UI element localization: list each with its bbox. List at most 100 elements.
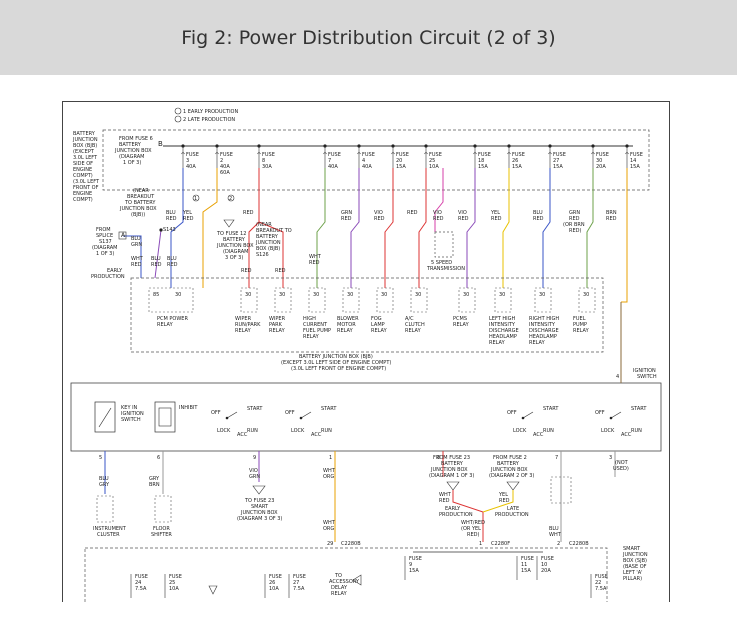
svg-text:BLU: BLU xyxy=(166,210,176,216)
early-prod: PRODUCTION xyxy=(439,512,473,518)
relay-label: INTENSITY xyxy=(529,322,556,328)
fuse-number: 20 xyxy=(396,158,402,164)
relay-label: DISCHARGE xyxy=(529,328,559,334)
wire-color: RED xyxy=(439,498,450,504)
svg-text:A: A xyxy=(121,232,126,239)
fuse-name: FUSE xyxy=(521,556,534,562)
relay-label: HIGH xyxy=(303,316,316,322)
svg-text:RELAY: RELAY xyxy=(331,591,348,597)
svg-text:EARLY: EARLY xyxy=(107,268,123,274)
to-fuse23: SMART xyxy=(251,504,269,510)
fuse-number: 24 xyxy=(135,580,141,586)
svg-text:WHT: WHT xyxy=(309,254,322,260)
fuse-number: 25 xyxy=(169,580,175,586)
relay-label: RELAY xyxy=(303,334,320,340)
wire-color: GRN xyxy=(249,474,260,480)
fuse-amp: 40A xyxy=(362,164,372,170)
wire-run xyxy=(434,168,444,232)
relay-label: LAMP xyxy=(371,322,385,328)
svg-text:5 SPEED: 5 SPEED xyxy=(431,260,452,266)
relay-label: HEADLAMP xyxy=(489,334,517,340)
ignition-positions: OFFSTARTLOCKACCRUNOFFSTARTLOCKACCRUNOFFS… xyxy=(211,406,647,438)
page-title: Fig 2: Power Distribution Circuit (2 of … xyxy=(181,26,556,49)
fuse-name: FUSE xyxy=(541,556,554,562)
svg-text:1: 1 xyxy=(194,196,197,202)
bjb-label: BATTERY JUNCTION BOX (BJB) (EXCEPT 3.0L … xyxy=(72,131,100,203)
relay-label: RELAY xyxy=(337,328,354,334)
wire-run xyxy=(154,229,162,279)
wire-color: WHT xyxy=(323,468,336,474)
pos-lock: LOCK xyxy=(217,428,231,434)
fuse-number: 2 xyxy=(220,158,223,164)
shifter-label: FLOOR xyxy=(153,526,170,532)
svg-text:IGNITION: IGNITION xyxy=(121,411,144,417)
connector-marker: B xyxy=(158,140,163,148)
svg-text:ENGINE: ENGINE xyxy=(73,167,92,173)
pos-acc: ACC xyxy=(533,432,544,438)
fuse-number: 30 xyxy=(596,158,602,164)
relay-label: RELAY xyxy=(405,328,422,334)
relay-label: FUEL xyxy=(573,316,586,322)
sjb-fuse-row: FUSE247.5AFUSE2510AFUSE2610AFUSE277.5AFU… xyxy=(130,556,608,598)
from-fuse23: BATTERY xyxy=(441,461,464,467)
svg-text:IGNITION: IGNITION xyxy=(633,368,656,374)
relay-pin: 30 xyxy=(463,292,469,298)
wire-run xyxy=(350,168,360,288)
pos-lock: LOCK xyxy=(291,428,305,434)
early-prod: EARLY xyxy=(445,506,461,512)
from-splice-label: FROM SPLICE S137 (DIAGRAM 1 OF 3) xyxy=(92,227,118,257)
wire-run xyxy=(418,168,427,288)
fuse-number: 10 xyxy=(541,562,547,568)
svg-text:BOX (BJB): BOX (BJB) xyxy=(256,246,280,252)
svg-text:S126: S126 xyxy=(256,252,269,258)
relay-label: MOTOR xyxy=(337,322,356,328)
relay-pin: 30 xyxy=(313,292,319,298)
fuse-number: 3 xyxy=(186,158,189,164)
fuse-amp: 10A xyxy=(269,586,279,592)
fuse-amp: 40A xyxy=(186,164,196,170)
instrument-cluster-box xyxy=(96,495,114,523)
svg-text:BLU: BLU xyxy=(533,210,543,216)
svg-text:FROM FUSE 6: FROM FUSE 6 xyxy=(119,136,153,142)
transmission-label: 5 SPEED TRANSMISSION xyxy=(426,260,465,272)
pos-run: RUN xyxy=(543,428,554,434)
late-prod: PRODUCTION xyxy=(495,512,529,518)
ignition-box xyxy=(70,382,662,452)
relay-label: PUMP xyxy=(573,322,587,328)
conn-pin: 1 xyxy=(479,541,482,547)
svg-text:SPLICE: SPLICE xyxy=(96,233,113,239)
svg-text:YEL: YEL xyxy=(490,210,500,216)
pos-off: OFF xyxy=(285,410,295,416)
fuse-name: FUSE xyxy=(269,574,282,580)
relay-pin: 30 xyxy=(175,292,181,298)
svg-text:VIO: VIO xyxy=(458,210,467,216)
svg-text:(BASE OF: (BASE OF xyxy=(623,564,647,570)
to-fuse23: (DIAGRAM 3 OF 3) xyxy=(237,516,282,522)
relay-label: CLUTCH xyxy=(405,322,425,328)
relay-pin: 30 xyxy=(347,292,353,298)
svg-text:YEL: YEL xyxy=(182,210,192,216)
wire-color: ORG xyxy=(323,526,334,532)
from-fuse2: FROM FUSE 2 xyxy=(493,455,527,461)
wire-color: RED) xyxy=(467,532,479,538)
svg-text:BATTERY: BATTERY xyxy=(73,131,96,137)
fuse-amp: 15A xyxy=(512,164,522,170)
relay-label: RELAY xyxy=(157,322,174,328)
relay-label: WIPER xyxy=(269,316,286,322)
fuse-amp: 7.5A xyxy=(135,586,147,592)
instrument-label: CLUSTER xyxy=(97,532,120,538)
splice-label: S143 xyxy=(163,227,176,233)
diagram-svg: 1 EARLY PRODUCTION 2 LATE PRODUCTION BAT… xyxy=(70,107,662,602)
relay-box xyxy=(130,277,604,353)
